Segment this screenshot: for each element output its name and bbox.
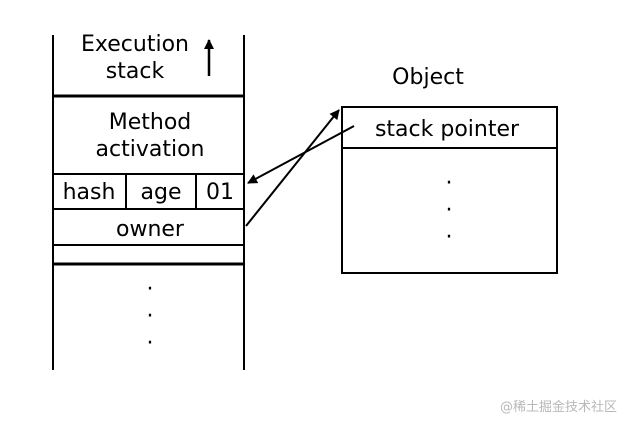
- object-ellipsis-dot-3: ·: [446, 225, 453, 250]
- field-owner: owner: [116, 217, 185, 242]
- stack-ellipsis-dot-1: ·: [147, 277, 154, 302]
- method-activation-label-line1: Method: [109, 110, 192, 135]
- object: Object stack pointer · · ·: [341, 65, 558, 274]
- field-stack-pointer: stack pointer: [375, 117, 520, 142]
- stack-pointer-arrow-icon: [247, 125, 355, 184]
- object-title: Object: [392, 65, 464, 90]
- object-box: [341, 106, 558, 274]
- method-activation-label-line2: activation: [96, 137, 205, 162]
- field-age: age: [141, 180, 182, 205]
- field-lock-bits: 01: [206, 180, 234, 205]
- execution-stack-label-line1: Execution: [81, 32, 189, 57]
- execution-stack-label-line2: stack: [106, 59, 165, 84]
- owner-arrow-icon: [245, 109, 340, 227]
- watermark: @稀土掘金技术社区: [500, 399, 617, 415]
- object-ellipsis-dot-1: ·: [446, 171, 453, 196]
- execution-stack: Execution stack Method activation hash a…: [52, 32, 245, 370]
- stack-ellipsis-dot-3: ·: [147, 331, 154, 356]
- field-hash: hash: [63, 180, 116, 205]
- object-ellipsis-dot-2: ·: [446, 198, 453, 223]
- stack-ellipsis-dot-2: ·: [147, 304, 154, 329]
